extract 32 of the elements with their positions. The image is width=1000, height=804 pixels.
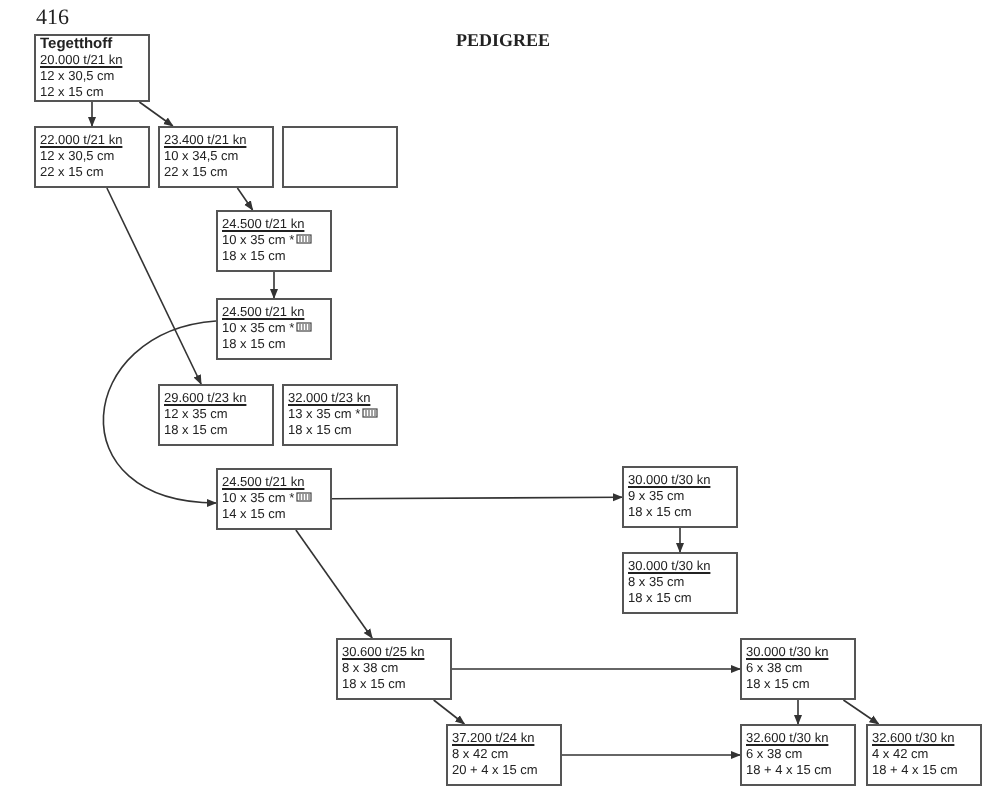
arrow — [88, 101, 96, 127]
arrow — [106, 187, 202, 385]
ship-box — [216, 210, 332, 272]
ship-box — [622, 552, 738, 614]
title: PEDIGREE — [456, 28, 551, 54]
ship-box — [740, 638, 856, 700]
arrow — [138, 101, 174, 127]
ship-box — [622, 466, 738, 528]
arrow — [842, 699, 880, 725]
arrow — [331, 493, 623, 502]
arrow — [102, 320, 217, 507]
ship-box — [740, 724, 856, 786]
arrow — [676, 527, 684, 553]
arrow — [295, 529, 373, 639]
ship-box — [446, 724, 562, 786]
ship-box — [158, 384, 274, 446]
arrow — [451, 665, 741, 673]
page-number: 416 — [36, 4, 69, 34]
ship-box — [216, 298, 332, 360]
ship-box — [158, 126, 274, 188]
ship-box — [34, 126, 150, 188]
ship-box — [336, 638, 452, 700]
empty-box — [282, 126, 398, 188]
ship-box — [216, 468, 332, 530]
arrow — [561, 751, 741, 759]
ship-box — [866, 724, 982, 786]
arrow — [432, 699, 466, 725]
ship-box — [34, 34, 150, 102]
arrow — [236, 187, 254, 211]
arrow — [270, 271, 278, 299]
ship-box — [282, 384, 398, 446]
arrow — [794, 699, 802, 725]
